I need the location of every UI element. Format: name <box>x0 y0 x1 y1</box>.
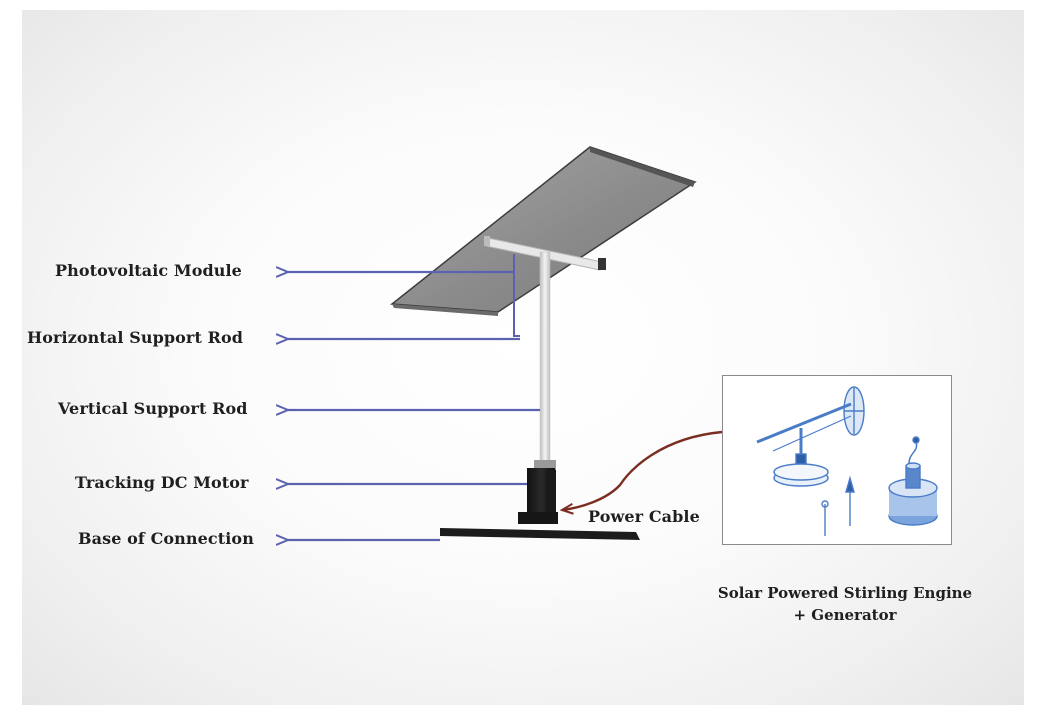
tracking-dc-motor <box>518 460 558 524</box>
label-tracking-dc-motor: Tracking DC Motor <box>75 473 249 492</box>
inset-caption: Solar Powered Stirling Engine + Generato… <box>680 582 1010 626</box>
label-photovoltaic-module: Photovoltaic Module <box>55 261 242 280</box>
label-vertical-support-rod: Vertical Support Rod <box>58 399 248 418</box>
label-horizontal-support-rod: Horizontal Support Rod <box>27 328 244 347</box>
caption-line-1: Solar Powered Stirling Engine <box>717 584 973 602</box>
power-cable-line <box>562 430 723 510</box>
stirling-engine-drawing <box>756 386 938 536</box>
diagram-background <box>22 10 1024 705</box>
stirling-engine-inset <box>722 375 952 545</box>
photovoltaic-panel <box>390 146 697 316</box>
vertical-support-rod <box>539 251 551 465</box>
label-power-cable: Power Cable <box>588 507 700 526</box>
base-plate <box>440 528 640 540</box>
pv-leader-line <box>513 254 520 337</box>
caption-line-2: + Generator <box>793 606 897 624</box>
label-base-of-connection: Base of Connection <box>78 529 254 548</box>
